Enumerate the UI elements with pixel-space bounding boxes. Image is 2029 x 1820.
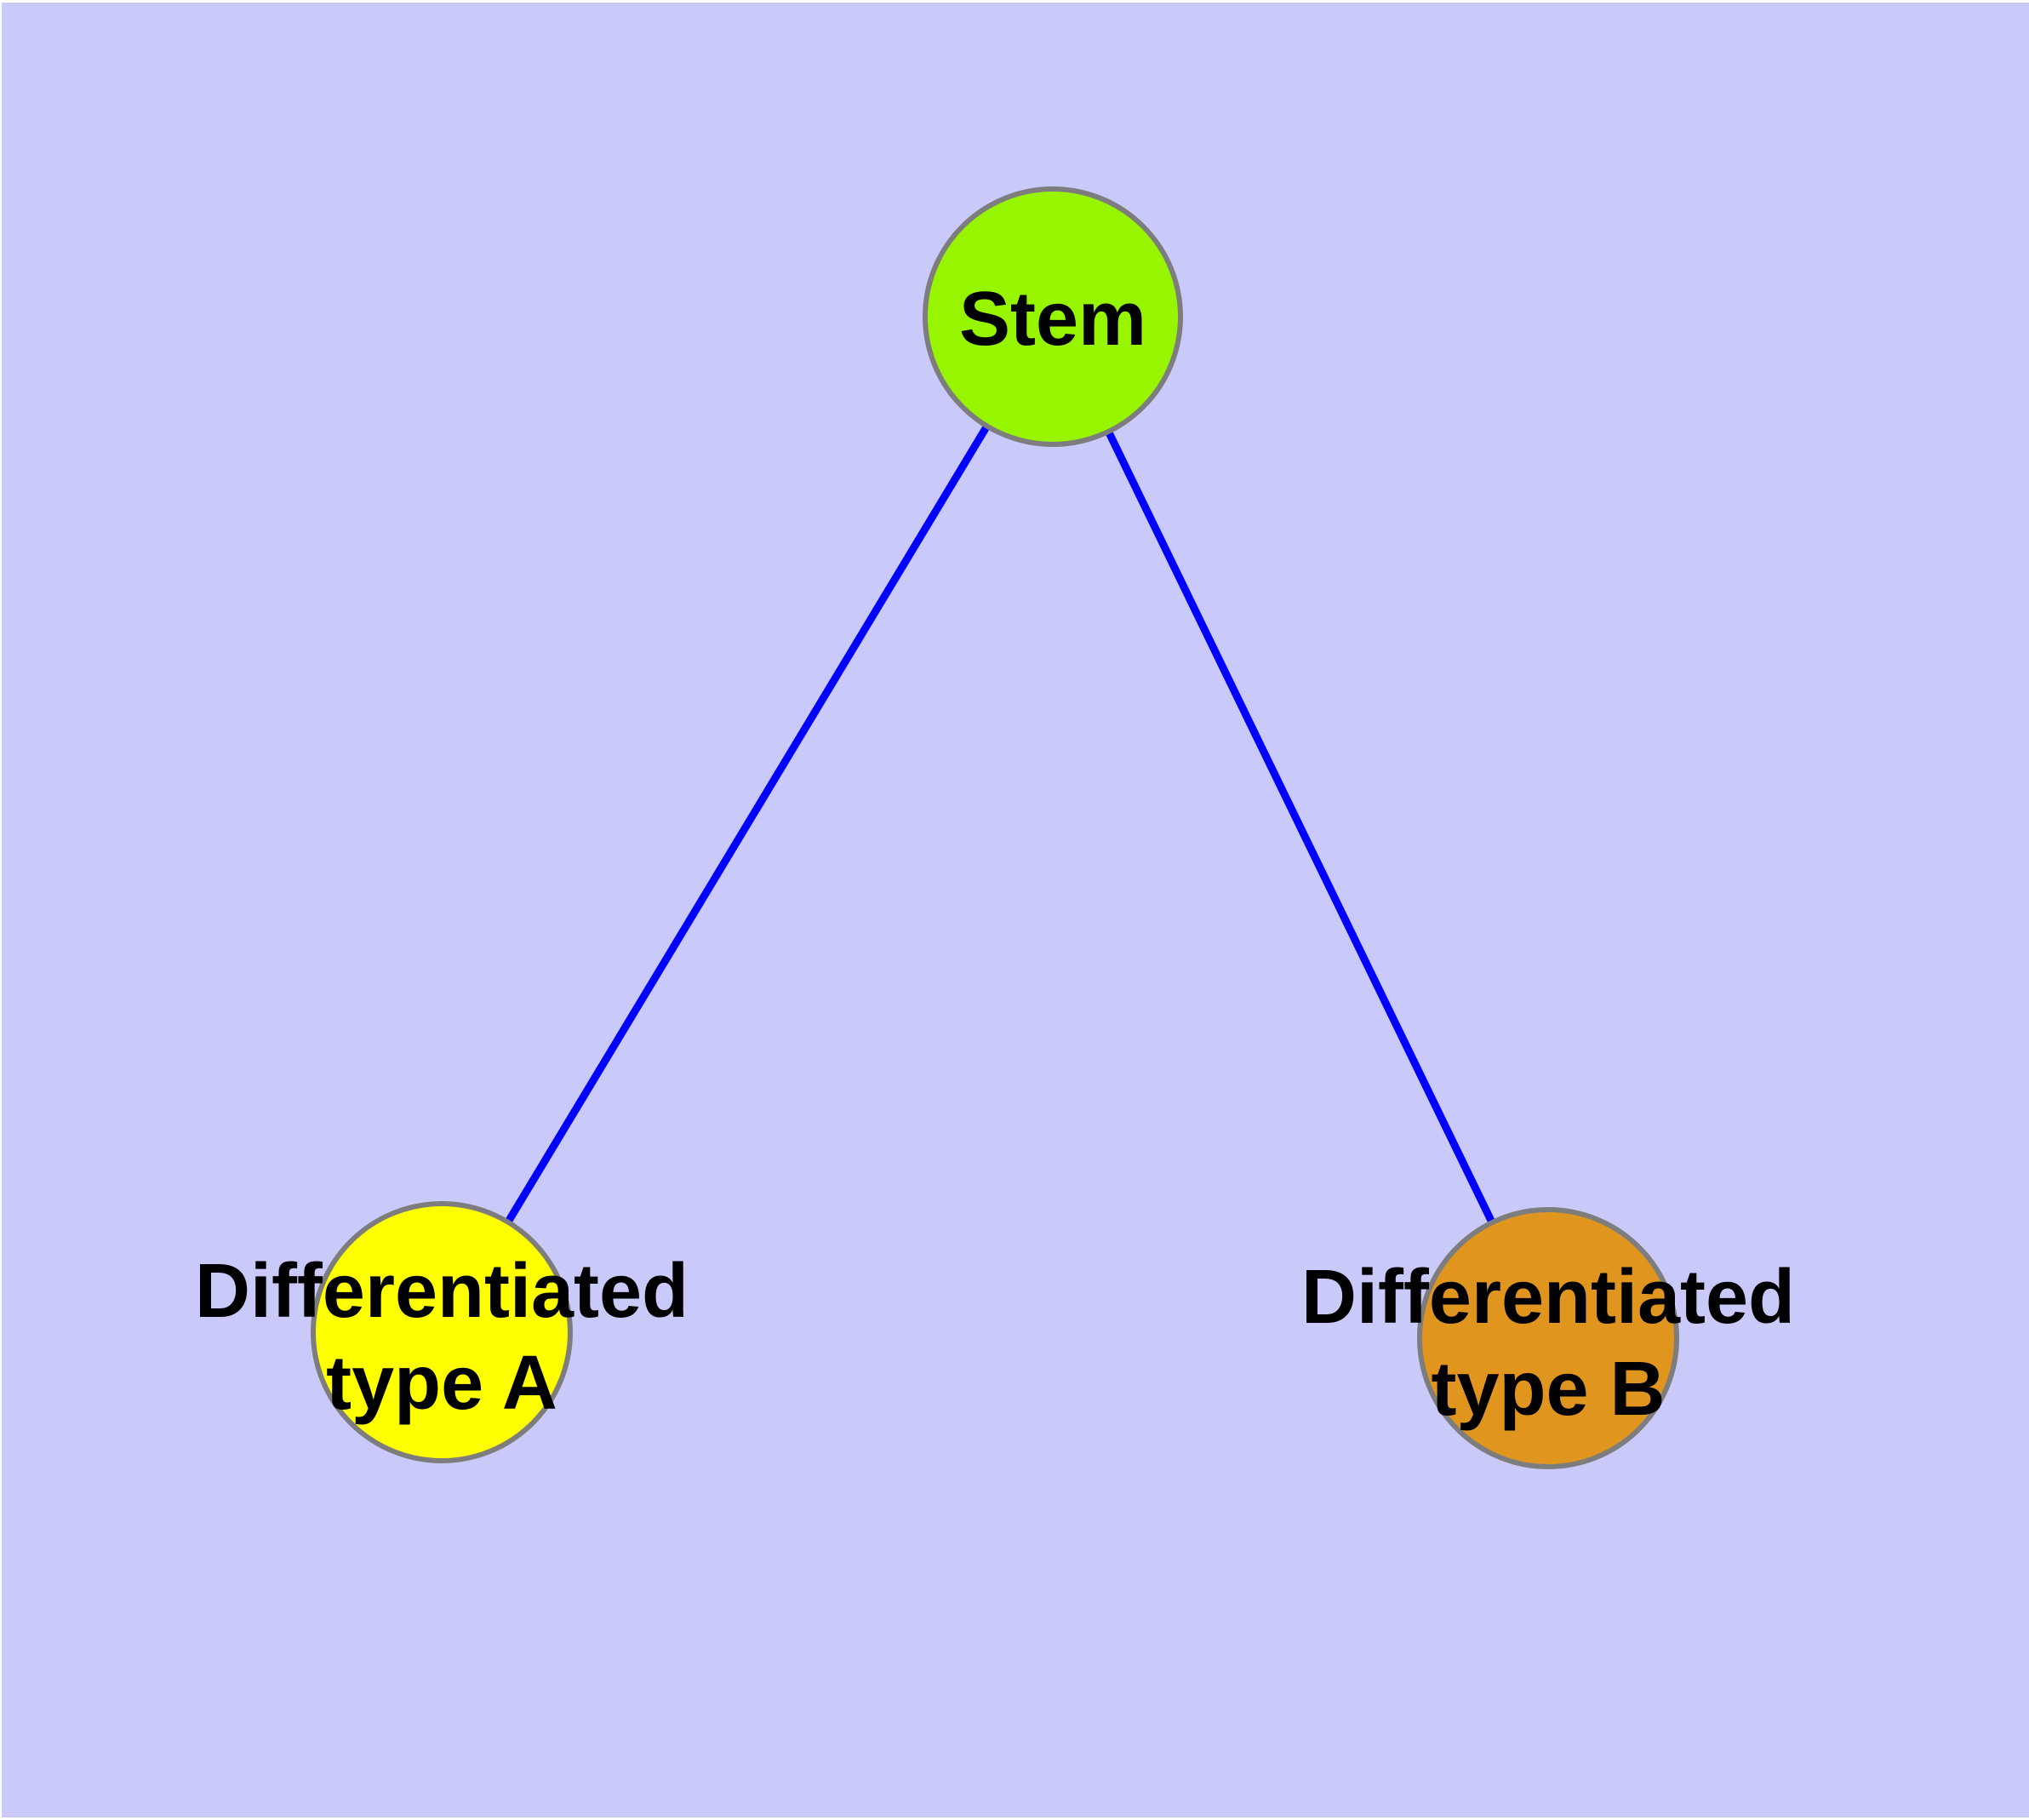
edge-stem-to-type-b bbox=[1049, 315, 1552, 1340]
node-differentiated-type-b-label-line2: type B bbox=[1431, 1347, 1665, 1432]
edge-stem-to-type-a bbox=[438, 314, 1056, 1335]
node-differentiated-type-b bbox=[1417, 1207, 1679, 1469]
node-stem bbox=[923, 186, 1183, 447]
node-differentiated-type-a bbox=[311, 1201, 573, 1463]
node-stem-label: Stem bbox=[959, 277, 1146, 362]
node-differentiated-type-a-label-line1: Differentiated bbox=[195, 1249, 689, 1334]
node-differentiated-type-b-label-line1: Differentiated bbox=[1301, 1255, 1795, 1340]
node-differentiated-type-a-label-line2: type A bbox=[326, 1341, 557, 1426]
